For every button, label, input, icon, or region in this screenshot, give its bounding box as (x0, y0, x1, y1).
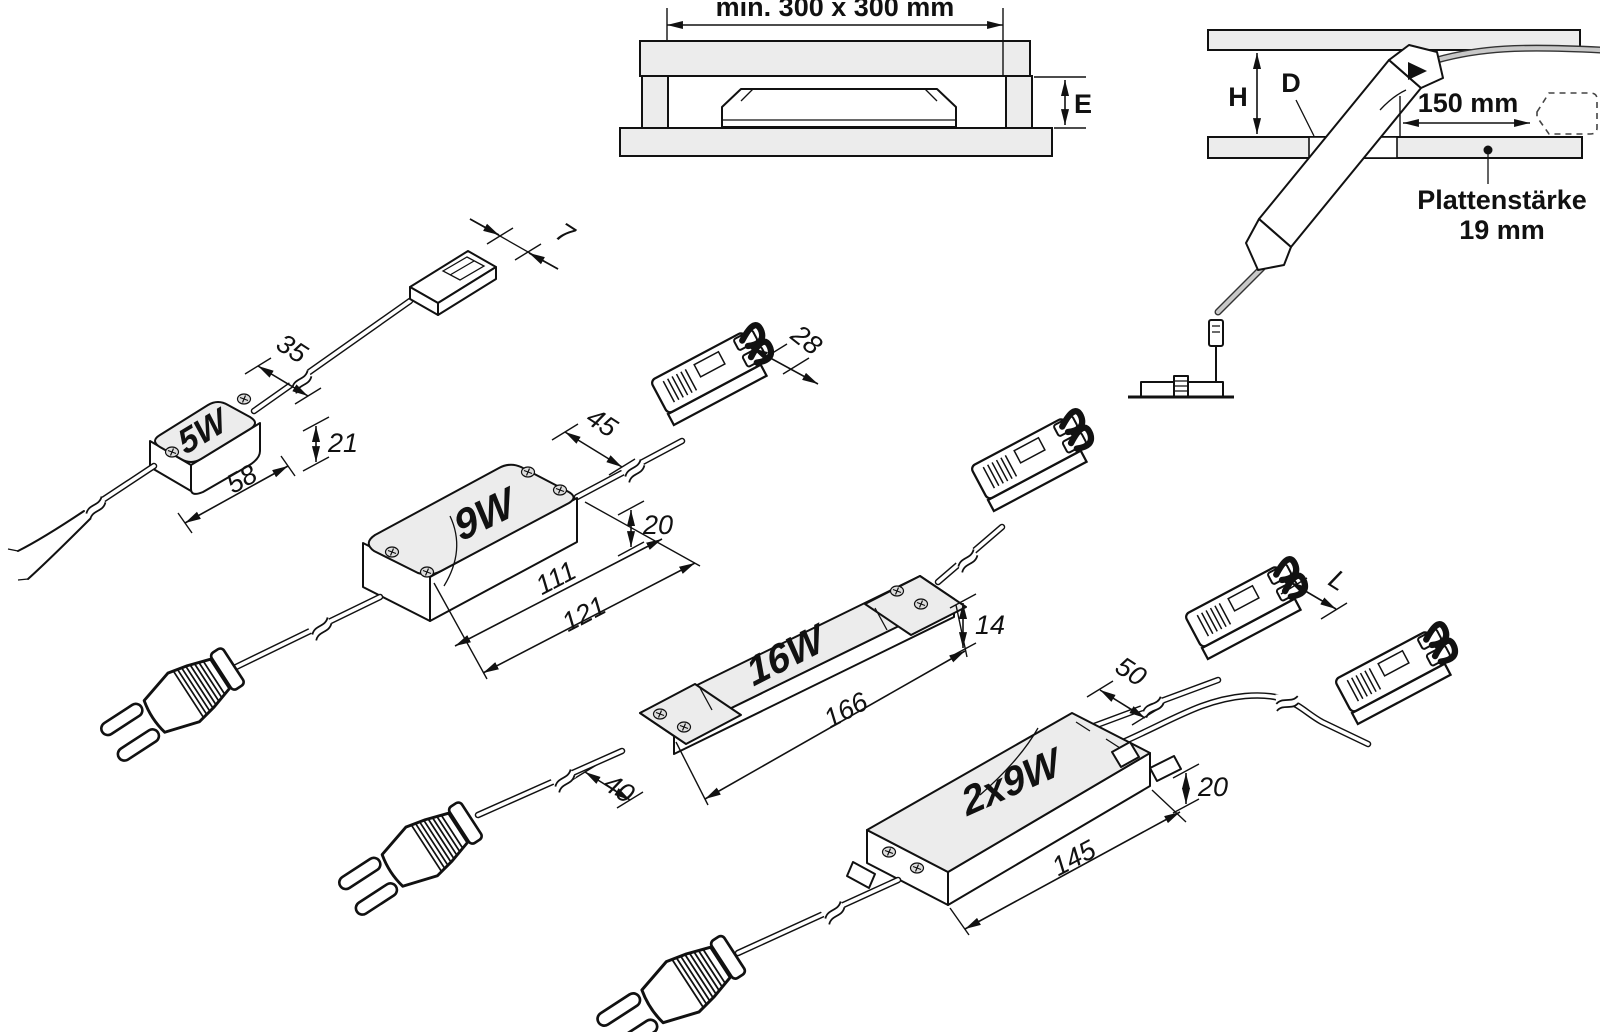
dim-L-value: L (1323, 564, 1352, 597)
floor-luminaire (1128, 319, 1234, 399)
small-plug (1208, 319, 1224, 347)
dim-21-value: 21 (327, 428, 358, 458)
distributor-16w (970, 410, 1101, 511)
dim-14-value: 14 (975, 610, 1005, 640)
cable-top (1434, 46, 1600, 63)
driver-2x9w-box: 2x9W (846, 712, 1182, 906)
driver-16w-assembly: 16W 14 166 40 (331, 410, 1101, 925)
flat-connector-5w (409, 250, 497, 316)
future-position-outline (1536, 92, 1598, 135)
height-dimension-H: H (1228, 53, 1262, 134)
e-label: E (1074, 89, 1092, 119)
dim-50-value: 50 (1110, 651, 1152, 693)
height-dimension-E: E (1034, 76, 1092, 129)
dim-21: 21 (302, 416, 358, 472)
dim-20-2x9w-value: 20 (1197, 772, 1228, 802)
panel-label-D: D (1281, 68, 1315, 137)
dim-20-2x9w: 20 (1172, 763, 1228, 814)
driver-16w-box: 16W (639, 575, 967, 755)
plate-note-line2: 19 mm (1459, 215, 1545, 245)
left-flange (846, 861, 876, 889)
bare-wires (7, 510, 91, 581)
dim-40-value: 40 (598, 768, 640, 810)
insert-arrow-icon (1408, 62, 1427, 80)
cable-clamp-notch (1111, 741, 1140, 768)
dim-14: 14 (949, 593, 1005, 658)
diagonal-driver (1214, 44, 1444, 316)
driver-2x9w-assembly: L 50 2x9W 20 (589, 558, 1465, 1032)
driver-profile (721, 88, 957, 128)
dim-45: 45 (551, 402, 636, 476)
bottom-panel (619, 127, 1053, 157)
top-panel (639, 40, 1031, 77)
callout-dot-icon (1483, 145, 1493, 155)
dim-35-value: 35 (271, 328, 313, 370)
driver-5w-assembly: 7 35 5W 21 58 (7, 217, 580, 581)
dim-20-9w-value: 20 (642, 510, 673, 540)
right-spacer (1005, 75, 1033, 129)
upper-shelf (1207, 29, 1581, 51)
dim-45-value: 45 (581, 402, 623, 444)
distributor-2x9w-upper (1184, 558, 1315, 659)
dim-7-value: 7 (550, 217, 580, 251)
recess-cross-section: min. 300 x 300 mm E (619, 0, 1092, 157)
euro-plug-16w (331, 793, 489, 925)
left-spacer (641, 75, 669, 129)
min-size-label: min. 300 x 300 mm (716, 0, 955, 22)
d-label: D (1281, 68, 1301, 98)
plate-note: Plattenstärke 19 mm (1417, 145, 1587, 245)
insert-depth-dimension: 150 mm (1399, 88, 1530, 137)
h-label: H (1228, 82, 1248, 112)
distributor-2x9w-lower (1334, 623, 1465, 724)
distributor-9w (650, 324, 781, 425)
euro-plug-9w (93, 639, 251, 771)
driver-plug-end (1245, 218, 1292, 271)
plate-note-line1: Plattenstärke (1417, 185, 1587, 215)
dim-28-value: 28 (785, 318, 828, 361)
insert-depth-label: 150 mm (1418, 88, 1519, 118)
euro-plug-2x9w (589, 926, 753, 1032)
width-dimension: min. 300 x 300 mm (666, 0, 1004, 76)
right-flange (1149, 755, 1182, 782)
insertion-detail: H D 150 mm Plattenstärke 19 mm (1128, 29, 1600, 399)
dim-166-value: 166 (819, 686, 874, 734)
